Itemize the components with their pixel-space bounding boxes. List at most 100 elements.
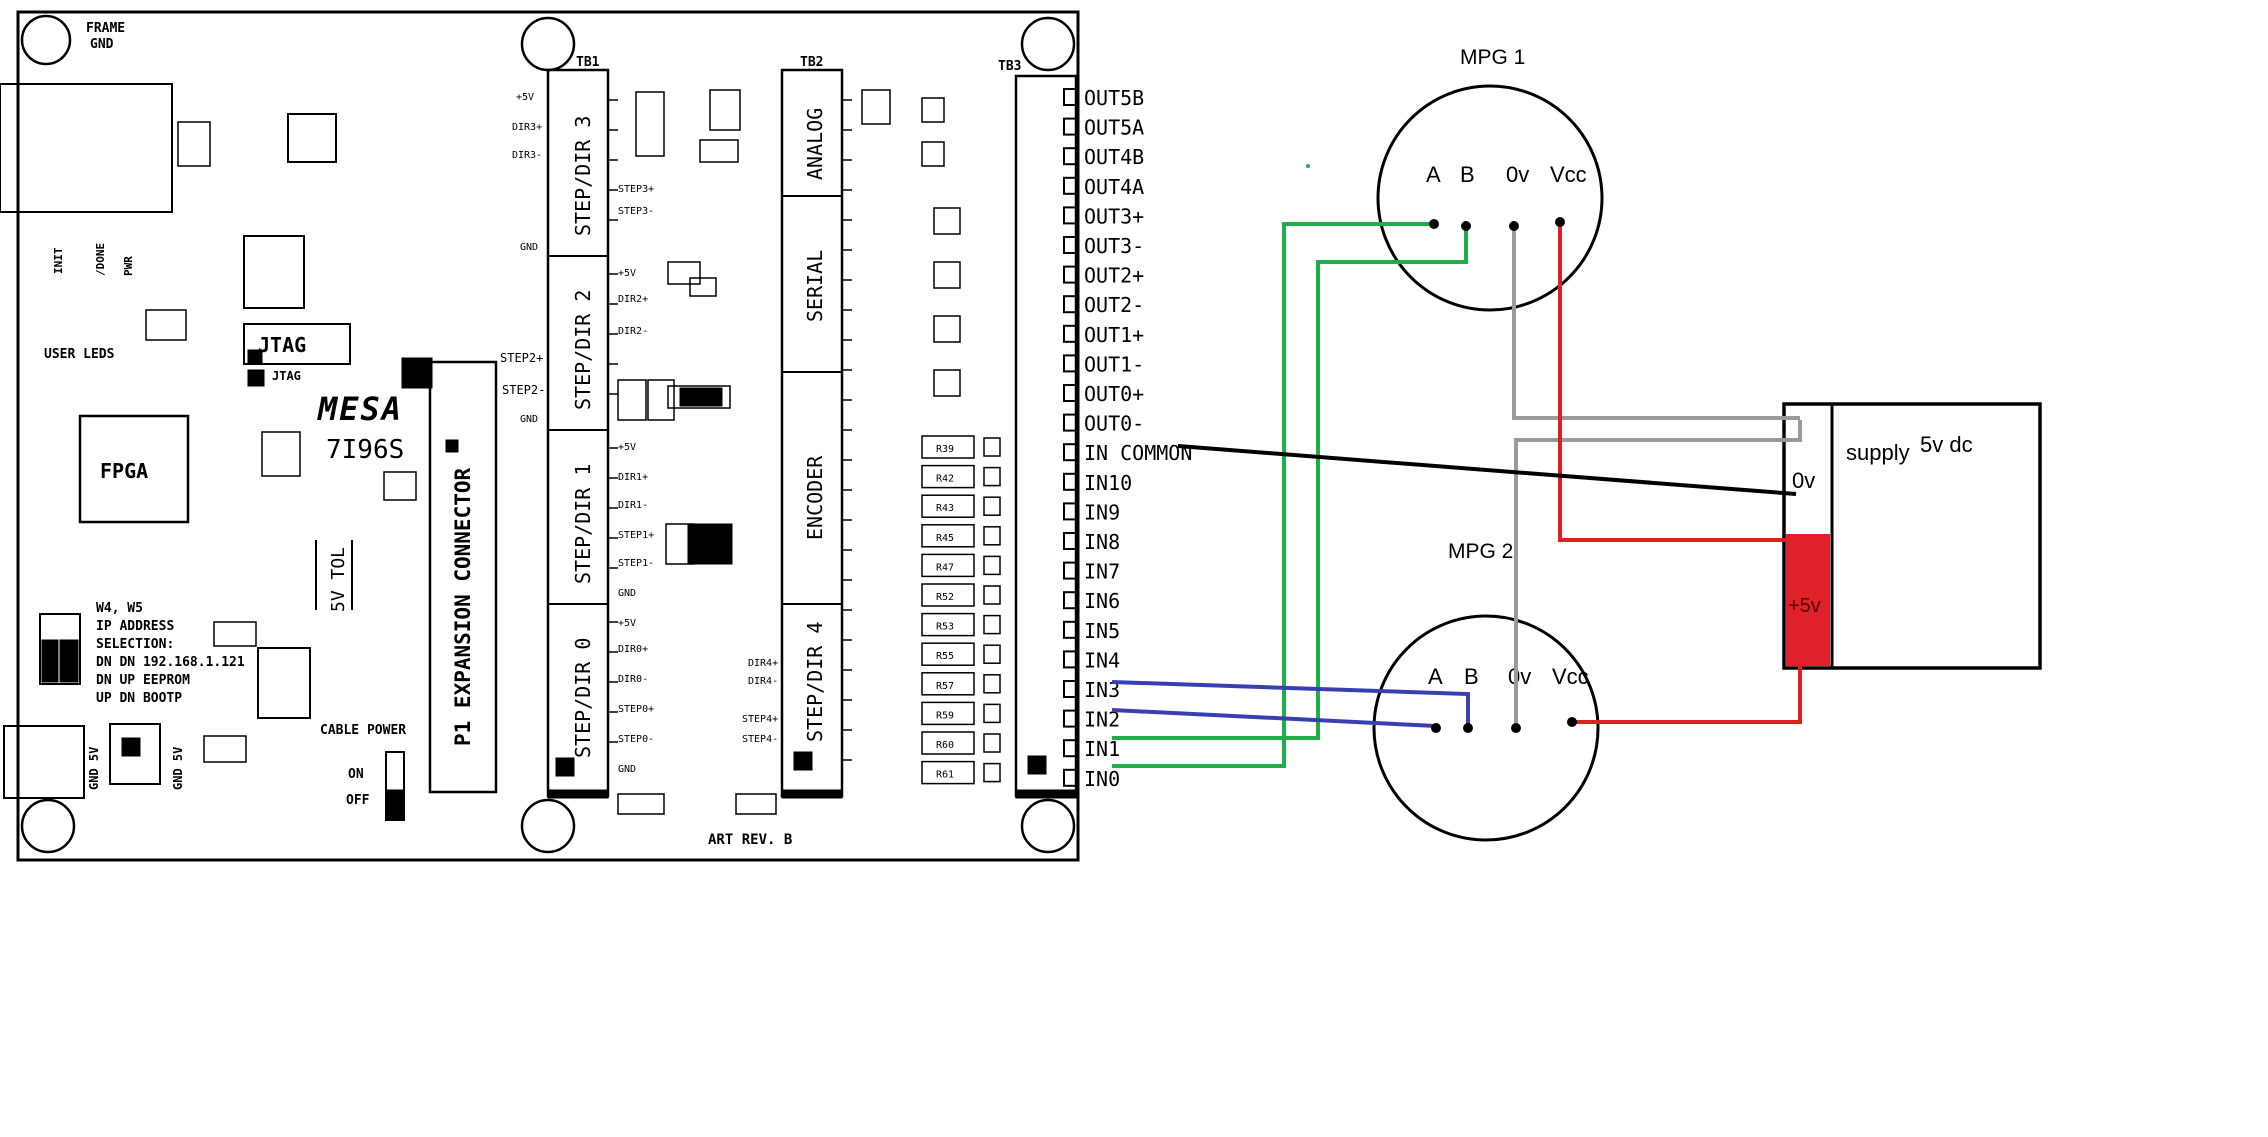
pin-label: DIR3-	[512, 150, 542, 161]
pin-label: GND	[520, 414, 538, 425]
section-label: STEP/DIR 3	[571, 116, 595, 236]
supply-neg-label: 0v	[1792, 468, 1815, 493]
tb3-pin-label: IN7	[1084, 560, 1120, 584]
section-label: STEP/DIR 1	[571, 464, 595, 584]
mpg1-vcc-pin	[1555, 217, 1565, 227]
ip-line: W4, W5	[96, 601, 143, 616]
diode	[983, 733, 1001, 753]
diode	[983, 555, 1001, 576]
tb3-terminal	[1063, 147, 1077, 166]
chip	[933, 369, 961, 397]
resistor-label: R43	[936, 503, 954, 514]
pin-marker	[247, 369, 265, 387]
pin-dots	[1306, 164, 1577, 733]
component-pic2	[735, 793, 777, 815]
mpg1-pin-a: A	[1426, 162, 1441, 187]
mpg1-pin-b: B	[1460, 162, 1475, 187]
pin-label: +5V	[516, 92, 534, 103]
resistor-label: R52	[936, 592, 954, 603]
chip	[647, 379, 675, 421]
diode	[983, 526, 1001, 546]
component-c32	[145, 309, 187, 341]
tb1-pin-ticks	[608, 99, 618, 743]
chip	[177, 121, 211, 167]
model-label: 7I96S	[326, 435, 404, 465]
supply-rating: 5v dc	[1920, 432, 1973, 457]
tb3-pin-label: IN4	[1084, 648, 1120, 672]
tb3-pin-label: OUT3+	[1084, 204, 1144, 228]
tb2-base	[781, 789, 843, 799]
resistor-label: R57	[936, 681, 954, 692]
tb3-pin-label: IN10	[1084, 471, 1132, 495]
diode	[983, 762, 1001, 783]
chip-fill	[687, 523, 733, 565]
wire-mpg2-b-in3	[1111, 680, 1470, 726]
pin-label: DIR4-	[748, 676, 778, 687]
pin-label: STEP2+	[500, 351, 543, 365]
expansion-label: P1 EXPANSION CONNECTOR	[451, 467, 475, 746]
pin-label: GND	[618, 764, 636, 775]
pin-label: STEP1+	[618, 530, 654, 541]
pin-label: +5V	[618, 442, 636, 453]
chip-c59	[213, 621, 257, 647]
tb3-terminal	[1063, 472, 1077, 491]
tb3-pin-label: IN8	[1084, 530, 1120, 554]
resistor	[921, 435, 975, 459]
resistor	[921, 701, 975, 726]
ethernet-jack	[0, 83, 173, 213]
section-label: ANALOG	[803, 108, 827, 180]
diode	[983, 614, 1001, 635]
mpg1-b-pin	[1461, 221, 1471, 231]
tb3-terminal	[1063, 88, 1077, 106]
ip-line: DN UP EEPROM	[96, 673, 190, 688]
tb3-pin-label: IN1	[1084, 737, 1120, 761]
wire-mpg1-0v-supply	[1512, 224, 1800, 420]
chip	[261, 431, 301, 477]
pin-label: DIR2+	[618, 294, 648, 305]
resistor	[921, 731, 975, 755]
pin-label: STEP0+	[618, 704, 654, 715]
pin-label: STEP3+	[618, 184, 654, 195]
resistor	[921, 672, 975, 696]
power-connector-p4	[109, 723, 161, 785]
tb3-pin-label: IN6	[1084, 589, 1120, 613]
mpg1: MPG 1 A B 0v Vcc	[1376, 46, 1604, 312]
tb3-pin-label: IN COMMON	[1084, 441, 1192, 465]
chip	[933, 315, 961, 343]
dip-lever	[41, 639, 59, 683]
supply-label: supply	[1846, 440, 1910, 465]
mpg1-0v-pin	[1509, 221, 1519, 231]
ip-line: IP ADDRESS	[96, 619, 174, 634]
mpg2-a-pin	[1431, 723, 1441, 733]
tb2-dividers	[782, 195, 842, 605]
frame-gnd-label: GND	[90, 37, 114, 52]
resistor-label: R53	[936, 622, 954, 633]
chip	[699, 139, 739, 163]
mpg2-vcc-pin	[1567, 717, 1577, 727]
tb1-label: TB1	[576, 55, 600, 70]
mpg2-pin-b: B	[1464, 664, 1479, 689]
tb3-terminal	[1063, 206, 1077, 225]
tb3-pin-label: OUT2-	[1084, 293, 1144, 317]
tb3-pin-label: OUT2+	[1084, 264, 1144, 288]
tb3-terminal	[1063, 650, 1077, 669]
ip-dip-switch	[39, 613, 81, 685]
pin-marker	[247, 349, 263, 365]
tb3-pin-labels: OUT5BOUT5AOUT4BOUT4AOUT3+OUT3-OUT2+OUT2-…	[1084, 86, 1192, 791]
pin-marker	[401, 357, 433, 389]
tb3-terminal	[1063, 591, 1077, 610]
supply-body	[1782, 402, 2042, 670]
board-labels: FRAME GND INIT /DONE PWR USER LEDS JTAG …	[44, 21, 1021, 848]
brand-logo: MESA	[317, 390, 403, 428]
tb3-pin-label: OUT4A	[1084, 175, 1144, 199]
tb3-base	[1015, 789, 1077, 799]
tb3-terminal	[1063, 502, 1077, 521]
on-label: ON	[348, 767, 364, 782]
section-label: ENCODER	[803, 455, 827, 540]
pin-marker	[555, 757, 575, 777]
resistor	[921, 464, 975, 489]
user-leds-label: USER LEDS	[44, 347, 115, 362]
diode	[983, 496, 1001, 516]
section-label: STEP/DIR 4	[803, 622, 827, 742]
mpg1-title: MPG 1	[1460, 46, 1525, 69]
